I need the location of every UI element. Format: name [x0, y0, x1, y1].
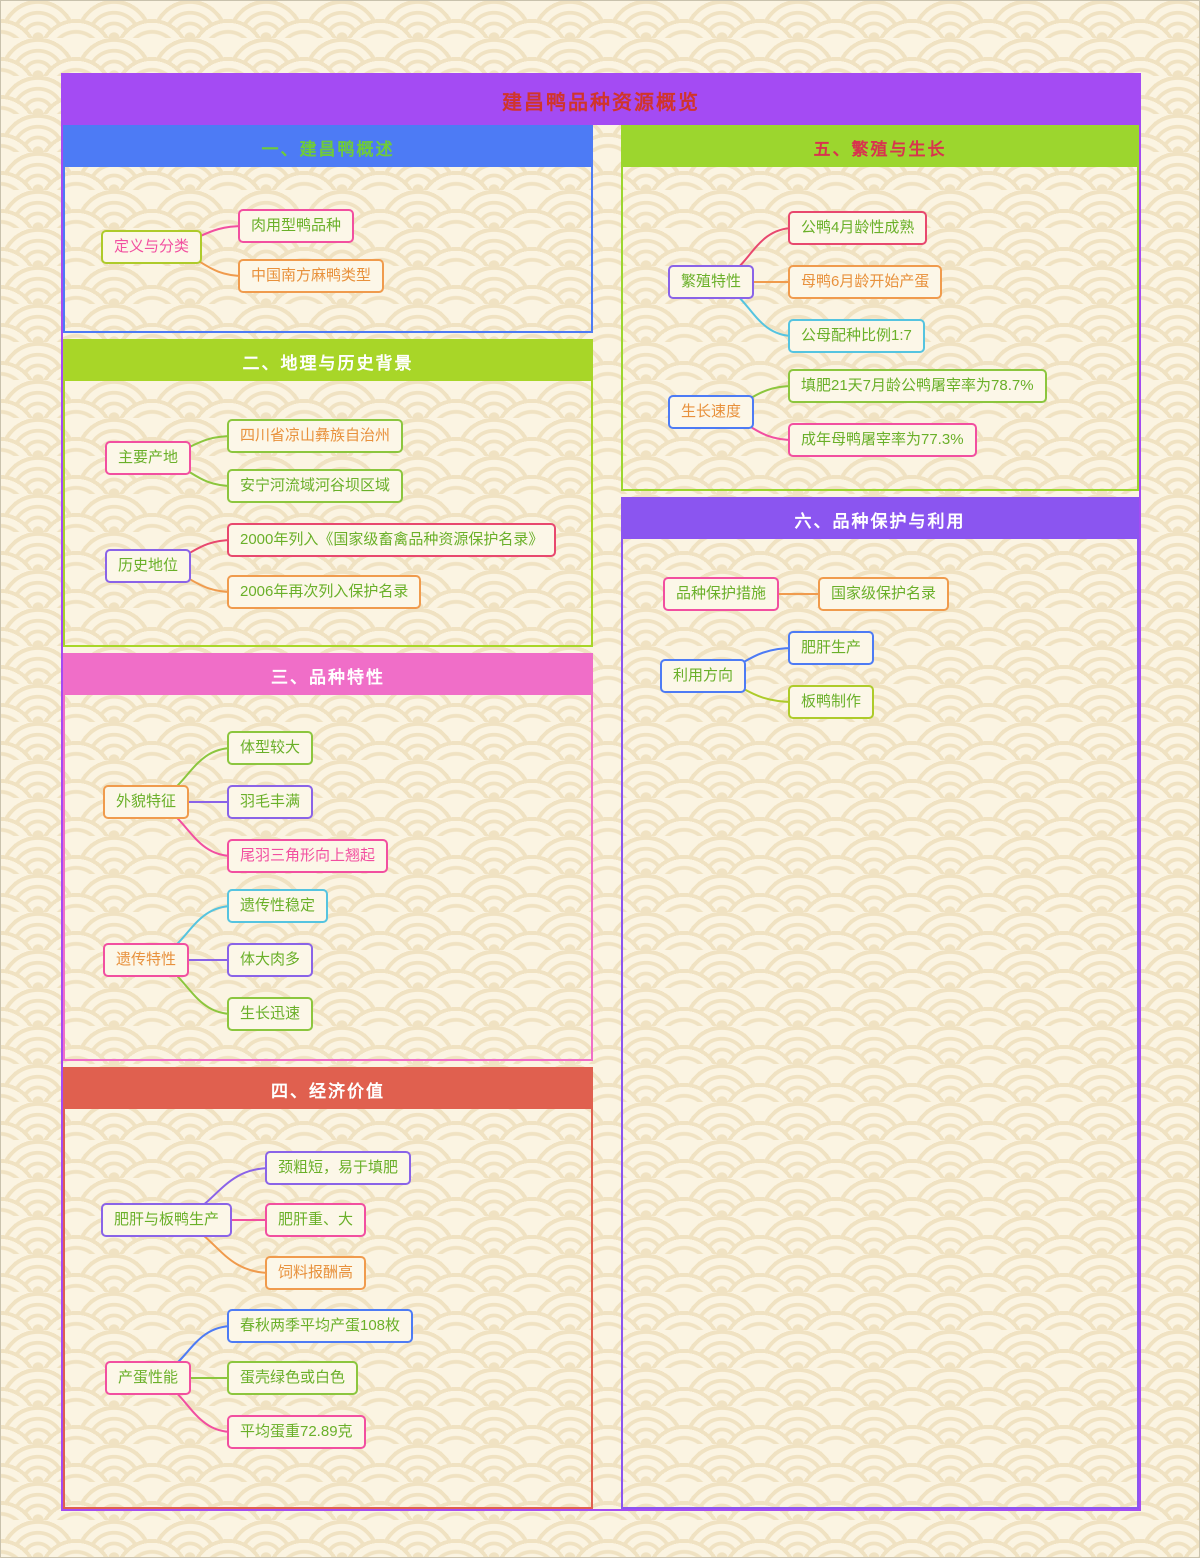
detail-node[interactable]: 国家级保护名录: [818, 577, 950, 611]
detail-node[interactable]: 蛋壳绿色或白色: [227, 1361, 359, 1395]
section-geography-history: 二、地理与历史背景 主要产地 四川省凉山彝族自治州 安宁河流域河谷坝区域 历史地…: [63, 339, 593, 647]
detail-node[interactable]: 肉用型鸭品种: [238, 209, 355, 243]
topic-node[interactable]: 历史地位: [105, 549, 192, 583]
detail-node[interactable]: 体大肉多: [227, 943, 314, 977]
section-breed-characteristics: 三、品种特性 外貌特征 体型较大 羽毛丰满 尾羽三角形向上翘起 遗传特性 遗传性…: [63, 653, 593, 1061]
mindmap-canvas: 建昌鸭品种资源概览 一、建昌鸭概述 定义与分类 肉用型鸭品种 中国南方麻鸭类型 …: [61, 73, 1141, 1511]
detail-node[interactable]: 颈粗短，易于填肥: [265, 1151, 412, 1185]
detail-node[interactable]: 成年母鸭屠宰率为77.3%: [788, 423, 977, 457]
section-header: 二、地理与历史背景: [65, 341, 591, 381]
detail-node[interactable]: 安宁河流域河谷坝区域: [227, 469, 404, 503]
detail-node[interactable]: 公母配种比例1:7: [788, 319, 925, 353]
section-economic-value: 四、经济价值 肥肝与板鸭生产 颈粗短，易于填肥 肥肝重、大 饲料报酬高 产蛋性能…: [63, 1067, 593, 1509]
section-overview: 一、建昌鸭概述 定义与分类 肉用型鸭品种 中国南方麻鸭类型: [63, 125, 593, 333]
section-header: 一、建昌鸭概述: [65, 127, 591, 167]
topic-node[interactable]: 主要产地: [105, 441, 192, 475]
detail-node[interactable]: 公鸭4月龄性成熟: [788, 211, 928, 245]
detail-node[interactable]: 肥肝生产: [788, 631, 875, 665]
topic-node[interactable]: 生长速度: [668, 395, 755, 429]
detail-node[interactable]: 四川省凉山彝族自治州: [227, 419, 404, 453]
section-protection-utilization: 六、品种保护与利用 品种保护措施 国家级保护名录 利用方向 肥肝生产 板鸭制作: [621, 497, 1139, 1509]
detail-node[interactable]: 春秋两季平均产蛋108枚: [227, 1309, 414, 1343]
detail-node[interactable]: 填肥21天7月龄公鸭屠宰率为78.7%: [788, 369, 1047, 403]
detail-node[interactable]: 生长迅速: [227, 997, 314, 1031]
detail-node[interactable]: 平均蛋重72.89克: [227, 1415, 366, 1449]
detail-node[interactable]: 羽毛丰满: [227, 785, 314, 819]
topic-node[interactable]: 繁殖特性: [668, 265, 755, 299]
detail-node[interactable]: 体型较大: [227, 731, 314, 765]
topic-node[interactable]: 利用方向: [660, 659, 747, 693]
topic-node[interactable]: 品种保护措施: [663, 577, 780, 611]
connector-lines: [697, 593, 825, 703]
detail-node[interactable]: 中国南方麻鸭类型: [238, 259, 385, 293]
topic-node[interactable]: 定义与分类: [101, 230, 203, 264]
section-reproduction-growth: 五、繁殖与生长 繁殖特性 公鸭4月龄性成熟 母鸭6月龄开始产蛋 公母配种比例1:…: [621, 125, 1139, 491]
detail-node[interactable]: 2000年列入《国家级畜禽品种资源保护名录》: [227, 523, 557, 557]
detail-node[interactable]: 母鸭6月龄开始产蛋: [788, 265, 943, 299]
detail-node[interactable]: 2006年再次列入保护名录: [227, 575, 422, 609]
section-header: 五、繁殖与生长: [623, 127, 1137, 167]
mindmap-title: 建昌鸭品种资源概览: [63, 75, 1139, 125]
detail-node[interactable]: 板鸭制作: [788, 685, 875, 719]
section-header: 四、经济价值: [65, 1069, 591, 1109]
section-header: 三、品种特性: [65, 655, 591, 695]
topic-node[interactable]: 产蛋性能: [105, 1361, 192, 1395]
section-header: 六、品种保护与利用: [623, 499, 1137, 539]
topic-node[interactable]: 肥肝与板鸭生产: [101, 1203, 233, 1237]
detail-node[interactable]: 遗传性稳定: [227, 889, 329, 923]
detail-node[interactable]: 肥肝重、大: [265, 1203, 367, 1237]
topic-node[interactable]: 遗传特性: [103, 943, 190, 977]
detail-node[interactable]: 尾羽三角形向上翘起: [227, 839, 389, 873]
detail-node[interactable]: 饲料报酬高: [265, 1256, 367, 1290]
topic-node[interactable]: 外貌特征: [103, 785, 190, 819]
